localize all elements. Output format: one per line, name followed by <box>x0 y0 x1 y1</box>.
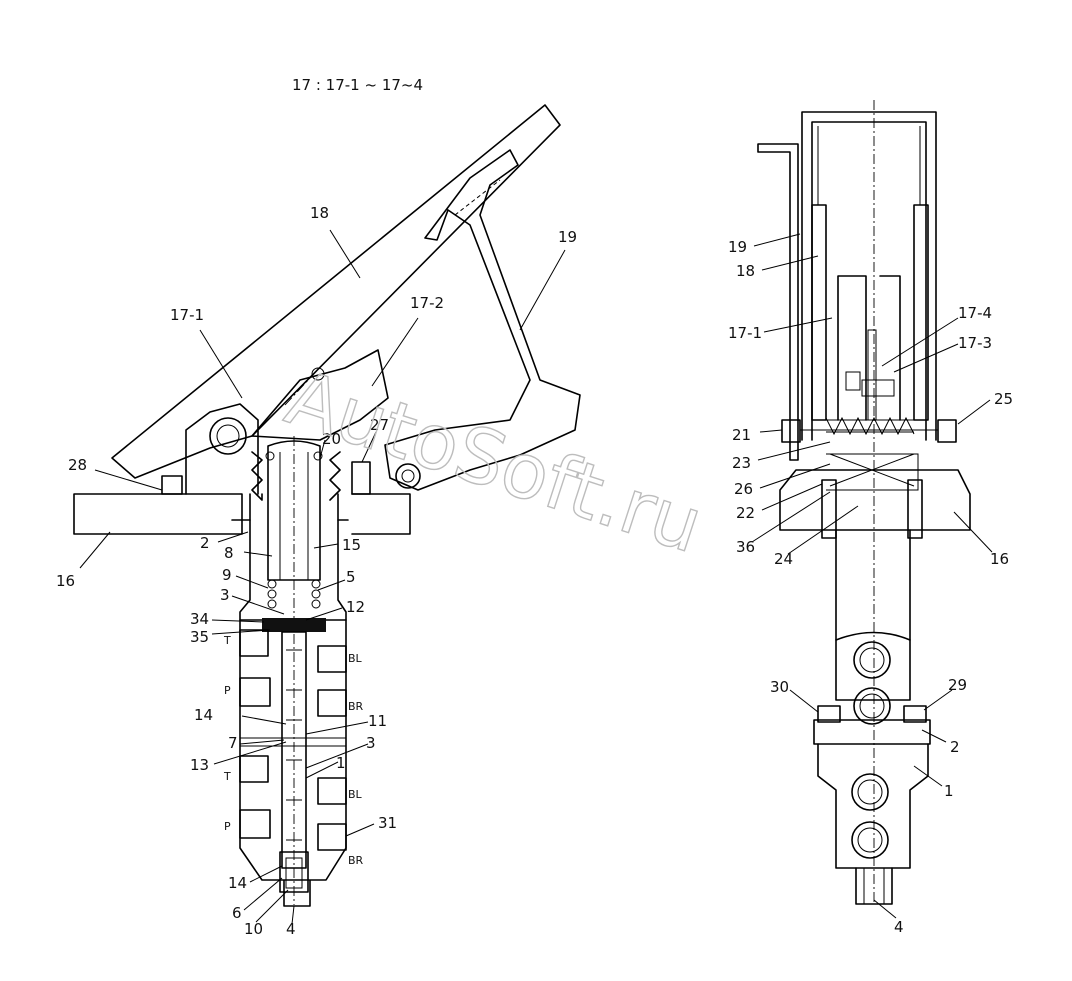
port-label: BR <box>348 700 364 713</box>
callout: 16 <box>56 572 75 590</box>
drawing-title: 17 : 17-1 ~ 17~4 <box>292 76 423 94</box>
callout: 7 <box>228 734 238 752</box>
callout: 34 <box>190 610 209 628</box>
leader-lines-left <box>79 229 566 925</box>
hinge-block <box>185 403 259 495</box>
callout: 4 <box>286 920 296 938</box>
callout: 24 <box>774 550 793 568</box>
callout: 35 <box>190 628 209 646</box>
port-label: T <box>223 634 231 647</box>
callout: 26 <box>734 480 753 498</box>
pedal-frame <box>801 111 937 441</box>
callout: 18 <box>736 262 755 280</box>
callout: 17-4 <box>958 304 992 322</box>
leader-lines-right <box>751 233 993 919</box>
port-label: BR <box>348 854 364 867</box>
callout: 20 <box>322 430 341 448</box>
callout: 19 <box>558 228 577 246</box>
seal <box>262 618 326 632</box>
port-label: BL <box>348 788 363 801</box>
left-section-view: T P BL BR T P BL BR <box>56 104 581 938</box>
callout: 9 <box>222 566 232 584</box>
callout: 27 <box>370 416 389 434</box>
callout: 11 <box>368 712 387 730</box>
callout: 23 <box>732 454 751 472</box>
callout: 1 <box>336 754 346 772</box>
rubber-boot <box>251 451 341 501</box>
callout: 3 <box>220 586 230 604</box>
callout: 13 <box>190 756 209 774</box>
base-plate <box>73 493 243 535</box>
callout: 18 <box>310 204 329 222</box>
callout: 22 <box>736 504 755 522</box>
callout: 4 <box>894 918 904 936</box>
callout: 10 <box>244 920 263 938</box>
callout: 17-3 <box>958 334 992 352</box>
callout: 17-2 <box>410 294 444 312</box>
callout: 16 <box>990 550 1009 568</box>
callout: 17-1 <box>170 306 204 324</box>
callout: 28 <box>68 456 87 474</box>
callout: 2 <box>950 738 960 756</box>
port-label: BL <box>348 652 363 665</box>
pedal-arm-side <box>757 143 799 461</box>
spool <box>281 631 307 869</box>
inner-bracket <box>837 275 867 421</box>
base-plate-side <box>779 469 971 531</box>
ports-left <box>239 629 347 851</box>
callout: 6 <box>232 904 242 922</box>
callout: 5 <box>346 568 356 586</box>
callout: 12 <box>346 598 365 616</box>
right-front-view: 19 18 17-1 17-4 17-3 21 25 23 26 22 36 2… <box>728 100 1013 936</box>
callout: 31 <box>378 814 397 832</box>
callout: 14 <box>228 874 247 892</box>
callout: 3 <box>366 734 376 752</box>
callout: 29 <box>948 676 967 694</box>
valve-housing-upper <box>239 493 347 621</box>
cam-plate <box>251 349 389 441</box>
valve-body-side <box>817 743 929 869</box>
pedal-arm <box>384 149 581 491</box>
plunger <box>267 440 321 581</box>
callout: 19 <box>728 238 747 256</box>
callout: 15 <box>342 536 361 554</box>
callout: 8 <box>224 544 234 562</box>
port-label: T <box>223 770 231 783</box>
port-label: P <box>224 684 231 697</box>
valve-body <box>239 619 347 907</box>
callout: 21 <box>732 426 751 444</box>
callouts-left: 18 17-1 17-2 19 20 27 28 16 2 8 15 9 5 3… <box>56 204 577 938</box>
port-label: P <box>224 820 231 833</box>
callout: 25 <box>994 390 1013 408</box>
springs <box>265 451 323 609</box>
callout: 30 <box>770 678 789 696</box>
callout: 2 <box>200 534 210 552</box>
callout: 17-1 <box>728 324 762 342</box>
valve-housing-side <box>835 529 911 701</box>
callout: 14 <box>194 706 213 724</box>
callout: 36 <box>736 538 755 556</box>
callout: 1 <box>944 782 954 800</box>
callouts-right: 19 18 17-1 17-4 17-3 21 25 23 26 22 36 2… <box>728 238 1013 936</box>
torsion-spring <box>825 416 915 436</box>
